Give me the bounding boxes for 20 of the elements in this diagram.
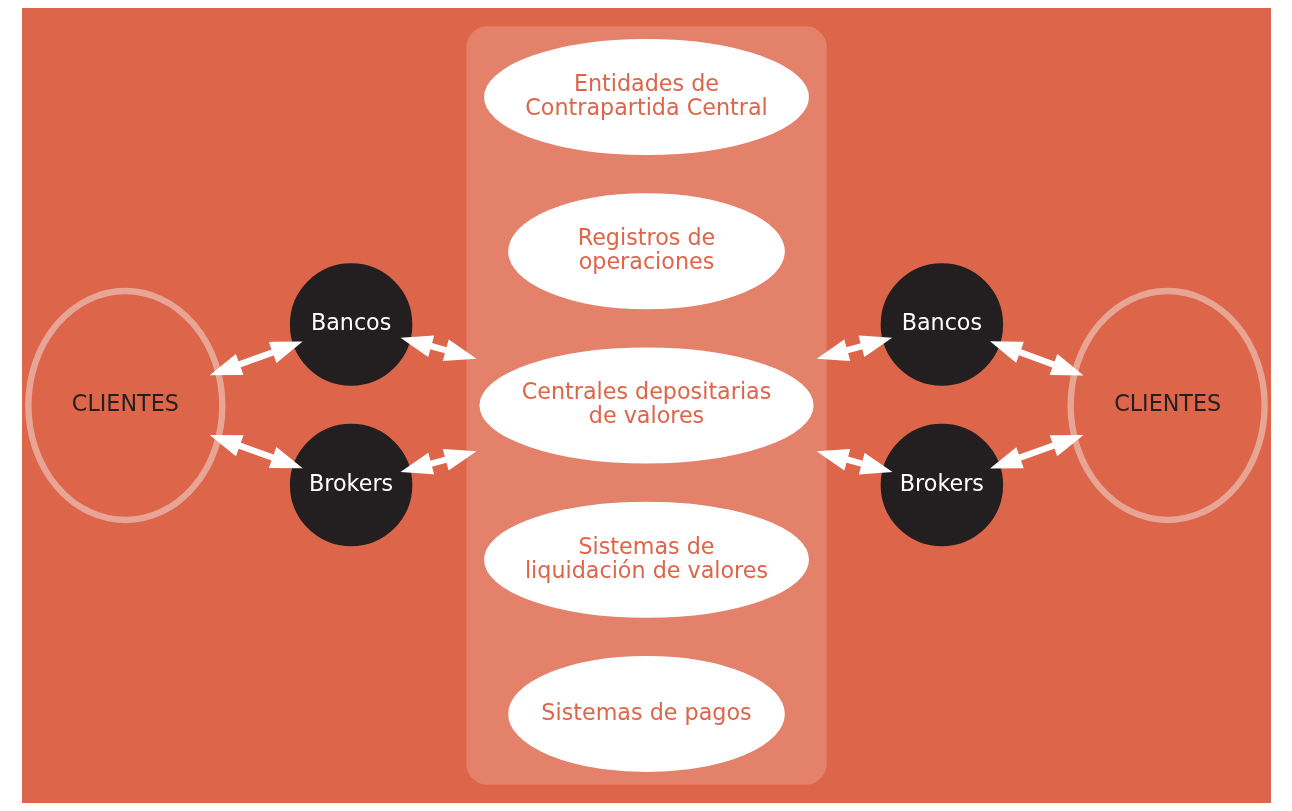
arrow	[209, 435, 303, 469]
arrow	[399, 335, 476, 361]
arrow	[399, 448, 476, 475]
node-ellipse: Sistemas de liquidación de valores	[483, 501, 809, 618]
arrow	[816, 448, 893, 475]
node-circle: Bancos	[880, 263, 1003, 386]
node-ellipse: Sistemas de pagos	[507, 655, 785, 772]
cluster	[465, 26, 827, 785]
arrow	[816, 335, 892, 361]
arrow	[989, 435, 1083, 469]
node-ellipse: Registros de operaciones	[507, 193, 785, 310]
arrow	[989, 341, 1083, 376]
node-circle: Bancos	[289, 263, 412, 386]
node-ellipse: Entidades de Contrapartida Central	[483, 39, 809, 156]
node-circle: Brokers	[880, 423, 1003, 547]
node-ellipse: CLIENTES	[24, 287, 225, 524]
node-circle: Brokers	[289, 423, 412, 547]
node-ellipse: Centrales depositarias de valores	[478, 347, 814, 464]
arrow	[209, 341, 303, 376]
node-ellipse: CLIENTES	[1067, 287, 1268, 524]
